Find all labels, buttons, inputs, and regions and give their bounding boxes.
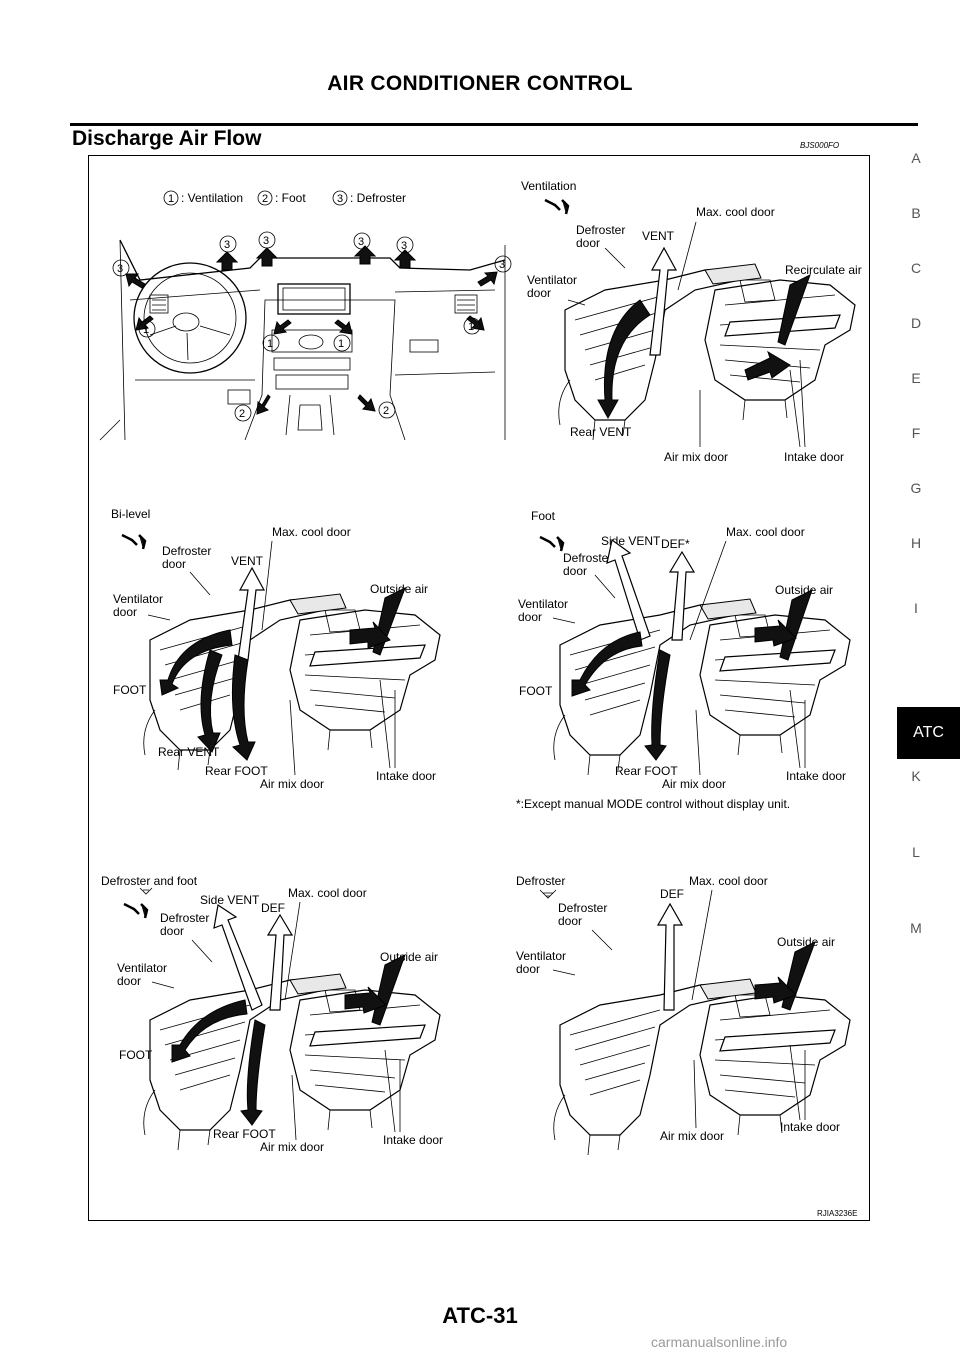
side-index-atc-active[interactable]: ATC	[897, 707, 960, 759]
bilevel-max-cool-door: Max. cool door	[272, 525, 351, 539]
ventilation-max-cool-door: Max. cool door	[696, 205, 775, 219]
svg-text:1: 1	[468, 321, 474, 333]
def-foot-def: DEF	[261, 901, 285, 915]
svg-text:1: 1	[267, 338, 273, 350]
def-foot-intake-door: Intake door	[383, 1133, 443, 1147]
side-index-g[interactable]: G	[910, 480, 922, 496]
defroster-max-cool-door: Max. cool door	[689, 874, 768, 888]
legend-num-2: 2	[262, 193, 268, 205]
foot-rear-foot: Rear FOOT	[615, 764, 678, 778]
side-index-a[interactable]: A	[911, 150, 921, 166]
figure-id: RJIA3236E	[817, 1209, 857, 1218]
page-header-title: AIR CONDITIONER CONTROL	[327, 72, 633, 95]
svg-text:2: 2	[383, 405, 389, 417]
side-index-b[interactable]: B	[911, 205, 921, 221]
foot-outside-air: Outside air	[775, 583, 833, 597]
foot-max-cool-door: Max. cool door	[726, 525, 805, 539]
figure-frame	[88, 155, 870, 1221]
legend-foot: : Foot	[275, 191, 306, 205]
ventilation-title: Ventilation	[521, 179, 576, 193]
bilevel-foot: FOOT	[113, 683, 147, 697]
defroster-and-foot-mode-diagram: Defroster and foot Side VENT DEF Max. co…	[101, 874, 443, 1154]
side-index-k[interactable]: K	[911, 768, 921, 784]
side-index-d[interactable]: D	[910, 315, 922, 331]
foot-title: Foot	[531, 509, 556, 523]
svg-text:3: 3	[117, 263, 123, 275]
defroster-air-mix-door: Air mix door	[660, 1129, 724, 1143]
side-index-i[interactable]: I	[914, 600, 918, 616]
bilevel-rear-vent: Rear VENT	[158, 745, 220, 759]
svg-text:3: 3	[499, 259, 505, 271]
legend-num-1: 1	[168, 193, 174, 205]
watermark: carmanualsonline.info	[651, 1334, 788, 1350]
def-foot-title: Defroster and foot	[101, 874, 198, 888]
side-index-l[interactable]: L	[912, 844, 920, 860]
defroster-outside-air: Outside air	[777, 935, 835, 949]
bilevel-title: Bi-level	[111, 507, 150, 521]
foot-mode-diagram: Foot Side VENT DEF* Max. cool door Defro…	[516, 509, 851, 811]
def-foot-outside-air: Outside air	[380, 950, 438, 964]
foot-def: DEF*	[661, 537, 690, 551]
ventilation-air-mix-door: Air mix door	[664, 450, 728, 464]
side-index-f[interactable]: F	[911, 425, 921, 441]
def-foot-foot: FOOT	[119, 1048, 153, 1062]
bilevel-vent-label: VENT	[231, 554, 264, 568]
ventilation-rear-vent: Rear VENT	[570, 425, 632, 439]
svg-text:3: 3	[224, 239, 230, 251]
legend-ventilation: : Ventilation	[181, 191, 243, 205]
side-index-h[interactable]: H	[910, 535, 922, 551]
foot-intake-door: Intake door	[786, 769, 846, 783]
bilevel-air-mix-door: Air mix door	[260, 777, 324, 791]
foot-air-mix-door: Air mix door	[662, 777, 726, 791]
defroster-title: Defroster	[516, 874, 565, 888]
def-foot-rear-foot: Rear FOOT	[213, 1127, 276, 1141]
ventilation-intake-door: Intake door	[784, 450, 844, 464]
svg-text:1: 1	[338, 338, 344, 350]
def-foot-max-cool-door: Max. cool door	[288, 886, 367, 900]
side-index-m[interactable]: M	[910, 920, 922, 936]
svg-text:1: 1	[143, 324, 149, 336]
bilevel-intake-door: Intake door	[376, 769, 436, 783]
section-title: Discharge Air Flow	[72, 127, 262, 150]
foot-side-vent: Side VENT	[601, 534, 661, 548]
legend-defroster: : Defroster	[350, 191, 406, 205]
ventilation-vent-label: VENT	[642, 229, 675, 243]
side-index-e[interactable]: E	[911, 370, 921, 386]
page-number: ATC-31	[442, 1303, 518, 1328]
dashboard-diagram: 1 : Ventilation 2 : Foot 3 : Defroster	[99, 190, 512, 441]
svg-text:3: 3	[263, 235, 269, 247]
defroster-intake-door: Intake door	[780, 1120, 840, 1134]
foot-note: *:Except manual MODE control without dis…	[516, 797, 790, 811]
side-index-c[interactable]: C	[910, 260, 922, 276]
def-foot-side-vent: Side VENT	[200, 893, 260, 907]
def-foot-air-mix-door: Air mix door	[260, 1140, 324, 1154]
bilevel-rear-foot: Rear FOOT	[205, 764, 268, 778]
ventilation-recirculate-air: Recirculate air	[785, 263, 862, 277]
defroster-def: DEF	[660, 887, 684, 901]
svg-text:3: 3	[401, 240, 407, 252]
foot-foot: FOOT	[519, 684, 553, 698]
section-code: BJS000FO	[800, 141, 840, 150]
svg-text:2: 2	[239, 408, 245, 420]
svg-text:3: 3	[358, 236, 364, 248]
legend-num-3: 3	[337, 193, 343, 205]
header-rule	[70, 123, 918, 126]
bilevel-outside-air: Outside air	[370, 582, 428, 596]
